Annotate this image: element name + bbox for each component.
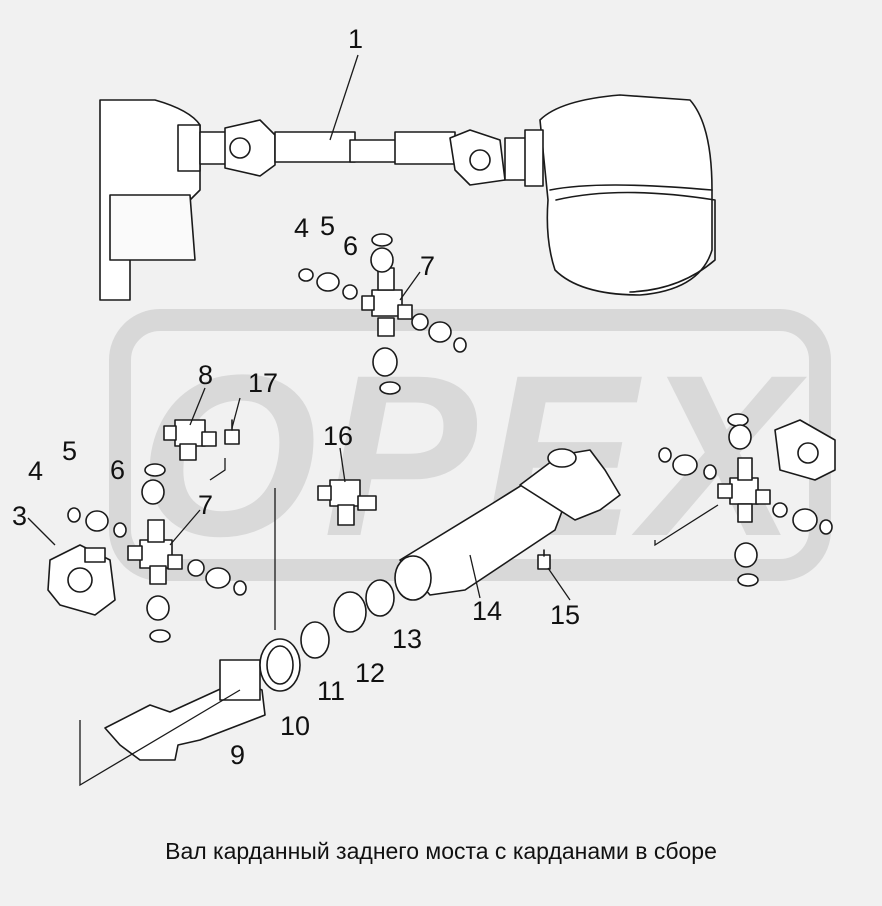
callout-7-upper: 7	[420, 251, 436, 281]
callout-12: 12	[355, 658, 386, 688]
rings-10-13	[259, 579, 395, 692]
callout-3: 3	[12, 501, 28, 531]
callout-15: 15	[550, 600, 581, 630]
universal-joint-cross-right	[658, 413, 833, 587]
universal-joint-cross-left	[67, 463, 247, 643]
diagram-caption: Вал карданный заднего моста с карданами …	[165, 838, 717, 864]
drive-axle-housing	[539, 94, 716, 296]
callout-9: 9	[230, 740, 246, 770]
callout-11: 11	[317, 676, 346, 706]
splined-shaft	[104, 659, 266, 761]
gearbox-housing	[99, 99, 201, 301]
callout-1: 1	[348, 24, 364, 54]
sliding-sleeve	[394, 448, 621, 601]
callout-17: 17	[248, 368, 279, 398]
callout-6-upper: 6	[343, 231, 359, 261]
fitting-15	[537, 549, 551, 570]
callout-8: 8	[198, 360, 214, 390]
grease-fitting-17	[224, 419, 240, 445]
callout-16: 16	[323, 421, 354, 451]
callout-7-left: 7	[198, 490, 214, 520]
leader-lines	[27, 54, 719, 787]
callout-13: 13	[392, 624, 423, 654]
callout-14: 14	[472, 596, 503, 626]
propeller-shaft-assembly	[177, 119, 544, 187]
universal-joint-cross-upper	[298, 233, 467, 395]
callout-5-upper: 5	[320, 211, 336, 241]
callout-4-upper: 4	[294, 213, 310, 243]
callout-4-left: 4	[28, 456, 44, 486]
flange-yoke	[47, 544, 116, 616]
callout-6-left: 6	[110, 455, 126, 485]
callout-5-left: 5	[62, 436, 78, 466]
flange-yoke-right	[774, 419, 836, 481]
callout-10: 10	[280, 711, 311, 741]
